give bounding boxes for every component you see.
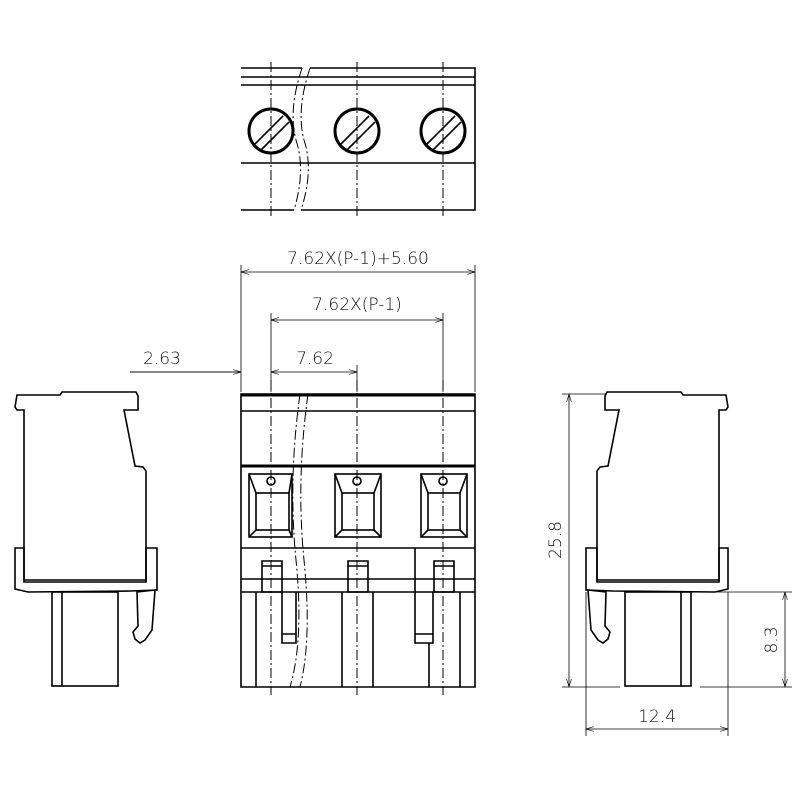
pin-length-label: 8.3 <box>762 626 782 653</box>
dimension-lines <box>130 265 476 392</box>
left-side-view <box>14 391 158 687</box>
top-view <box>241 62 476 216</box>
edge-offset-label: 2.63 <box>143 349 181 369</box>
front-view <box>240 380 476 695</box>
wire-entry-icon <box>248 473 468 538</box>
depth-label: 12.4 <box>638 707 676 727</box>
pitch-label: 7.62 <box>296 349 334 369</box>
side-dimension-lines <box>562 393 792 736</box>
right-side-view <box>585 391 729 687</box>
pitch-span-label: 7.62X(P-1) <box>312 295 402 315</box>
height-label: 25.8 <box>546 521 566 559</box>
overall-width-label: 7.62X(P-1)+5.60 <box>287 249 429 269</box>
